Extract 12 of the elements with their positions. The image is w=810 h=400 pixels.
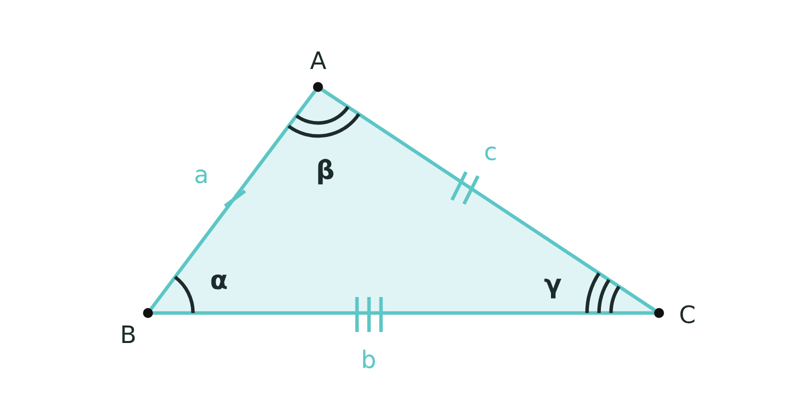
triangle-side — [153, 311, 654, 315]
angle-label: γ — [544, 272, 562, 298]
angle-label: β — [316, 158, 335, 184]
angle-label: α — [210, 268, 228, 294]
triangle-side — [321, 88, 656, 312]
side-label: c — [484, 140, 498, 164]
vertex-label: B — [120, 323, 136, 347]
triangle-side — [150, 90, 316, 310]
side-label: b — [361, 348, 376, 372]
vertex-label: A — [310, 49, 326, 73]
side-label: a — [194, 163, 209, 187]
vertex-label: C — [679, 303, 696, 327]
